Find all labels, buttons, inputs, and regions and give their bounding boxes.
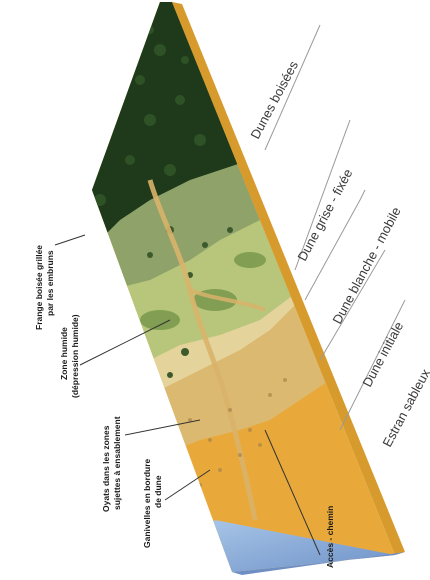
annotation-acces: Accès - chemin xyxy=(325,506,335,568)
ganivelles-line1: Ganivelles en bordure xyxy=(142,458,152,548)
annotation-oyats: Oyats dans les zones sujettes à ensablem… xyxy=(101,416,122,512)
frange-line1: Frange boisée grillée xyxy=(34,245,44,330)
annotation-zone-humide: Zone humide (dépression humide) xyxy=(59,314,80,398)
ganivelles-line2: de dune xyxy=(153,475,163,508)
annotation-frange: Frange boisée grillée par les embruns xyxy=(34,245,55,330)
frange-line2: par les embruns xyxy=(45,250,55,316)
label-dune-initiale: Dune initiale xyxy=(359,319,406,389)
acces-label: Accès - chemin xyxy=(325,506,335,568)
zone-humide-line2: (dépression humide) xyxy=(70,314,80,398)
label-estran: Estran sableux xyxy=(379,366,430,449)
oyats-line2: sujettes à ensablement xyxy=(112,416,122,510)
label-dune-grise: Dune grise - fixée xyxy=(294,166,355,263)
leader-frange xyxy=(55,235,85,245)
oyats-line1: Oyats dans les zones xyxy=(101,425,111,512)
zone-humide-line1: Zone humide xyxy=(59,327,69,380)
annotation-ganivelles: Ganivelles en bordure de dune xyxy=(142,458,163,548)
label-dune-blanche: Dune blanche - mobile xyxy=(329,205,403,327)
